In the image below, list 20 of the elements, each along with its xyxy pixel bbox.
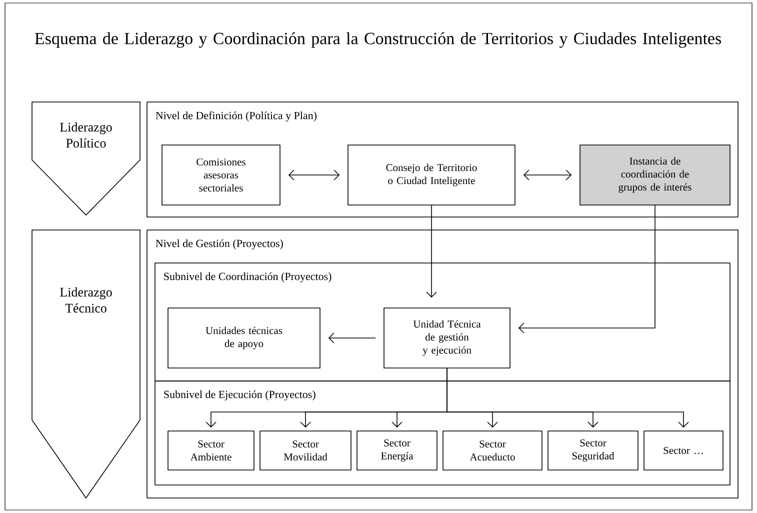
process-box: Sector Ambiente [168, 430, 254, 470]
arrow [288, 170, 340, 180]
process-box: Sector Acueducto [442, 430, 542, 470]
process-box: Consejo de Territorio o Ciudad Inteligente [348, 144, 516, 206]
process-box: Comisiones asesoras sectoriales [162, 144, 280, 206]
process-box: Unidad Técnica de gestión y ejecución [384, 308, 510, 368]
process-box: Sector Movilidad [260, 430, 352, 470]
arrow [518, 205, 656, 334]
arrow [523, 170, 572, 180]
arrow [446, 368, 689, 428]
process-box: Sector Seguridad [548, 430, 638, 470]
process-box: Instancia de coordinación de grupos de interés [580, 144, 730, 206]
arrow [426, 205, 437, 298]
title: Esquema de Liderazgo y Coordinación para la Construcción de Territorios y Ciudades Inteligentes [34, 32, 722, 48]
leadership-pentagon: Liderazgo Político [32, 102, 140, 216]
process-box: Sector … [644, 430, 724, 470]
arrow [328, 332, 376, 344]
process-box: Unidades técnicas de apoyo [168, 308, 320, 368]
process-box: Sector Energía [356, 430, 438, 470]
leadership-pentagon: Liderazgo Técnico [32, 230, 140, 499]
